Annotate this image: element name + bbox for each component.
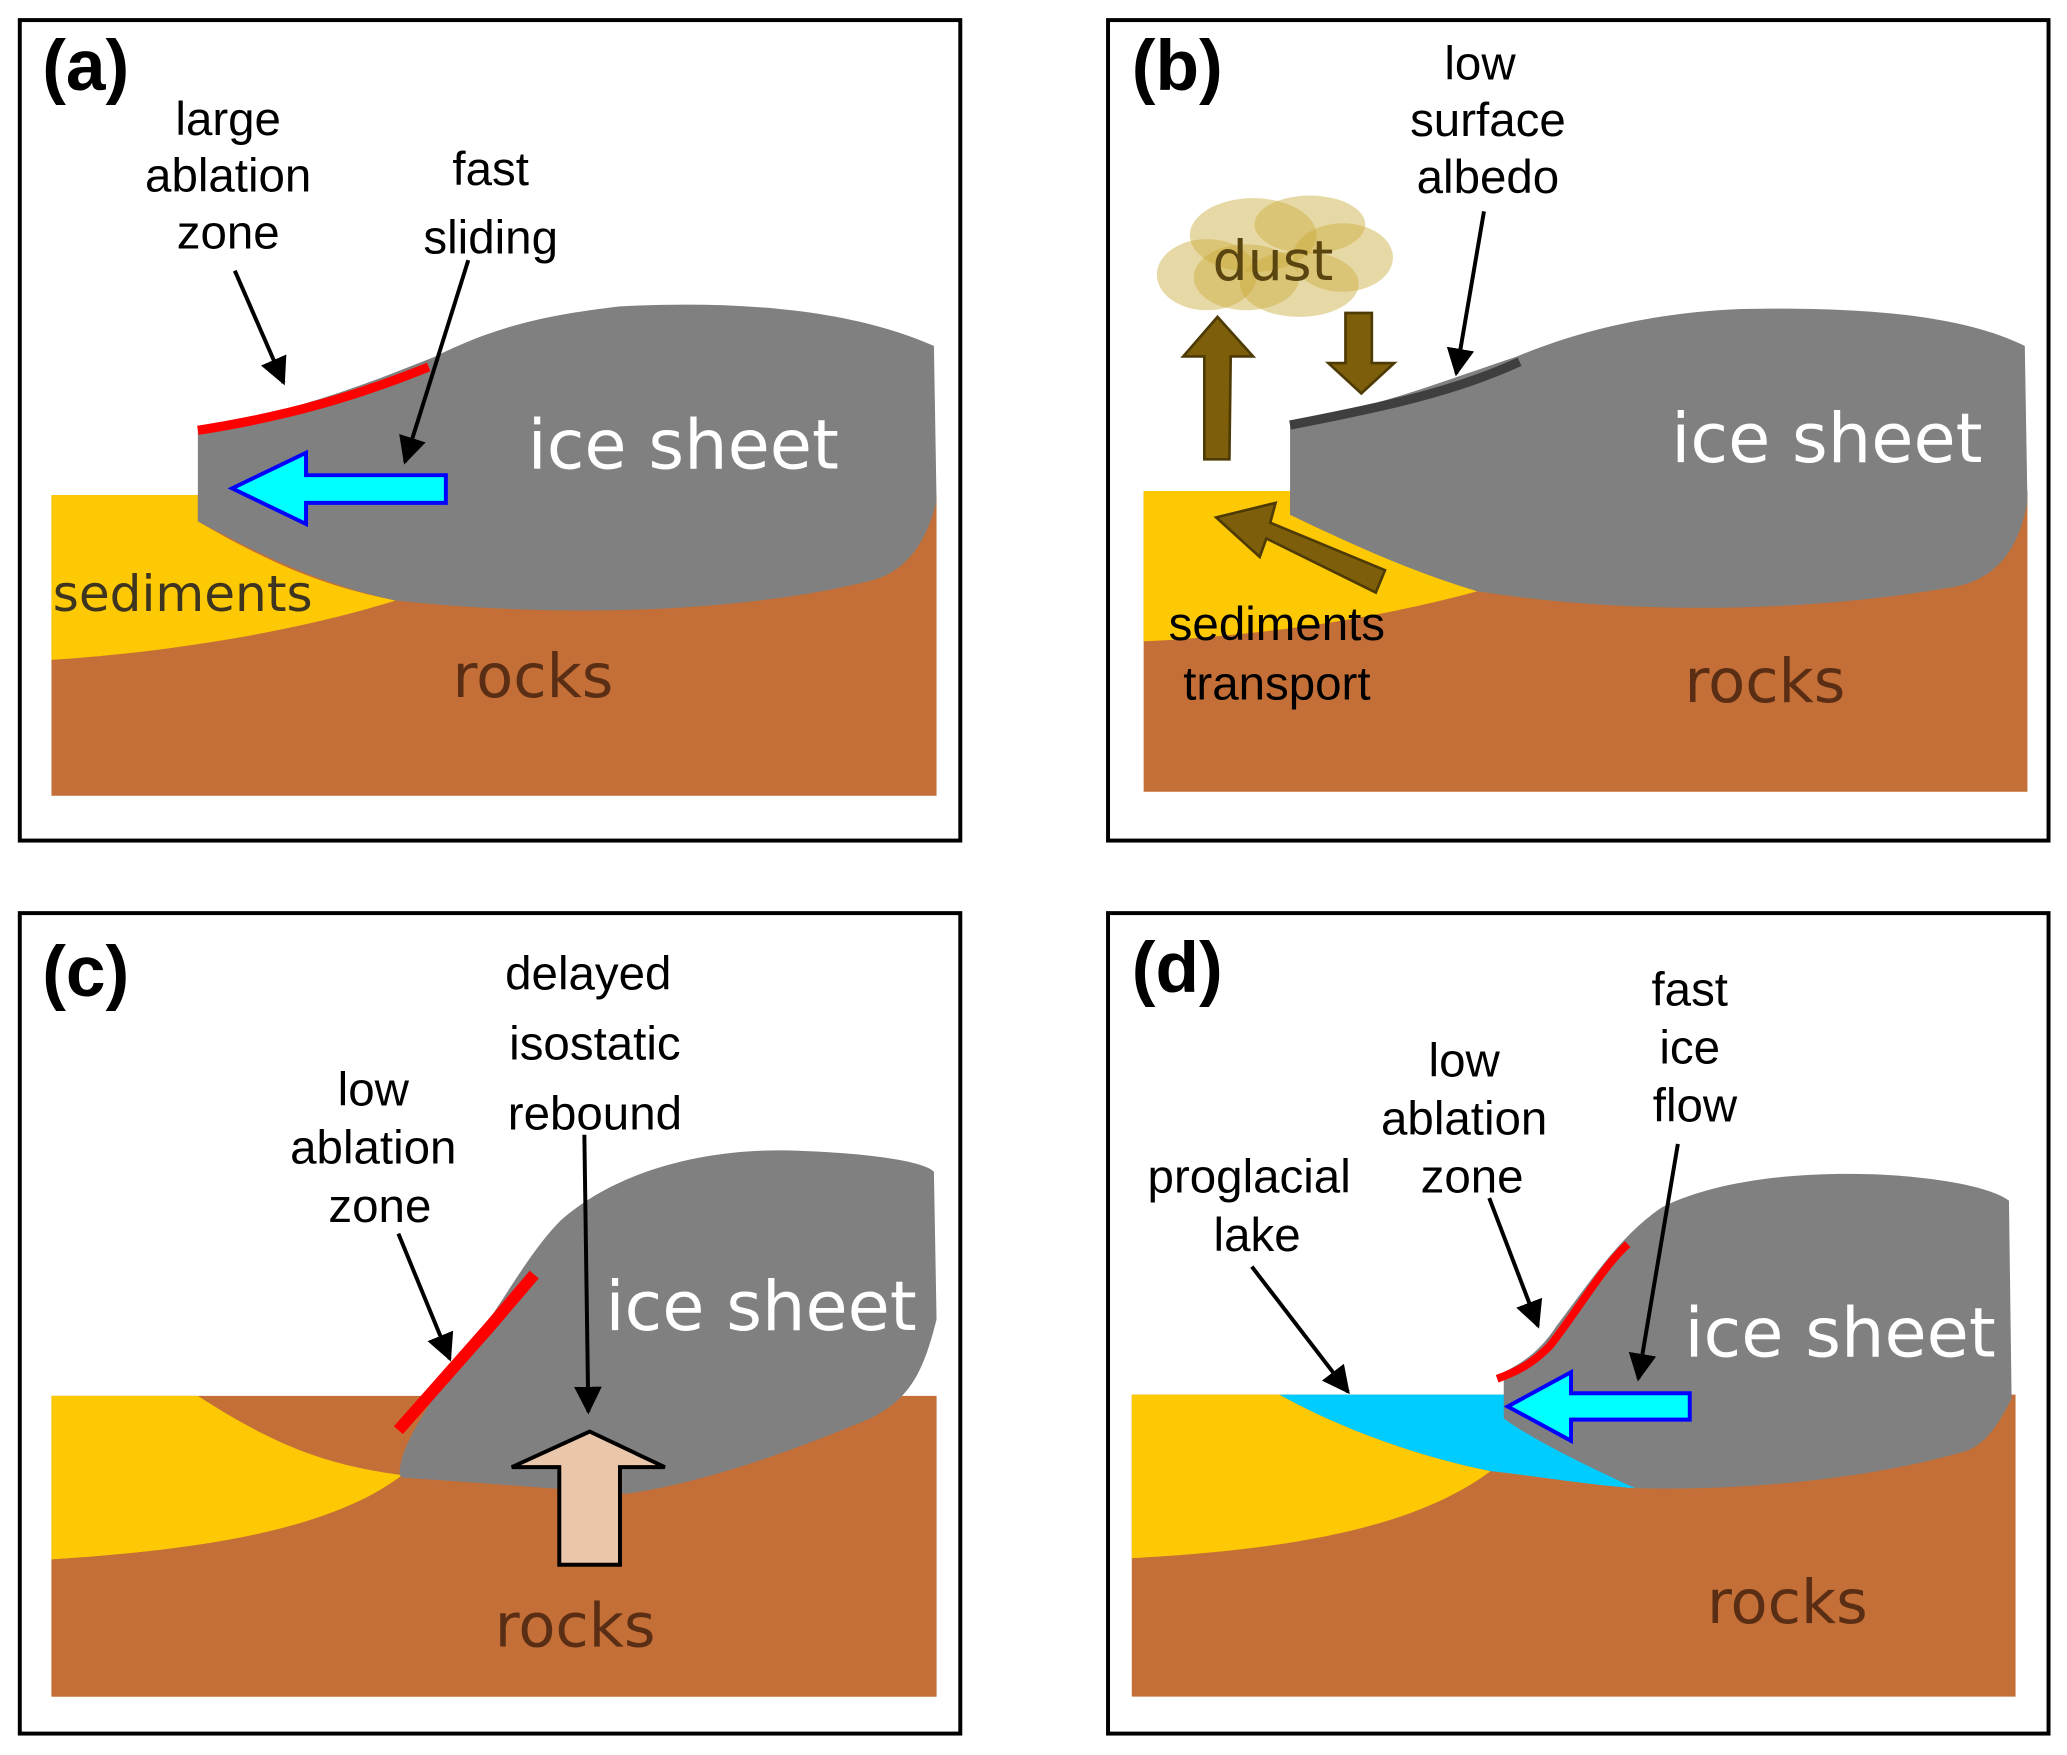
ablation-pointer-arrow: [1487, 1197, 1543, 1329]
label-line: low: [1429, 1035, 1501, 1088]
ice-sheet-shape: [399, 1150, 937, 1498]
rebound-arrow-icon: [510, 1429, 666, 1567]
panel-d: (d) fast ice flow low ablation zone prog…: [1106, 911, 2051, 1736]
panel-c-tag: (c): [42, 933, 129, 1012]
sediment-transport-arrow-icon: [1213, 501, 1387, 595]
label-line: low: [1444, 37, 1516, 90]
rebound-pointer-arrow: [574, 1134, 602, 1415]
albedo-pointer-arrow: [1446, 211, 1486, 377]
sliding-arrow-icon: [227, 449, 448, 528]
ice-sheet-label: ice sheet: [1671, 399, 1982, 479]
label-line: sediments: [1169, 598, 1385, 651]
panel-c: (c) delayed isostatic rebound low ablati…: [17, 911, 963, 1736]
label-line: low: [338, 1064, 410, 1117]
panel-a-tag: (a): [42, 27, 129, 106]
rocks-label: rocks: [1685, 647, 1846, 717]
ice-sheet-label: ice sheet: [1685, 1293, 1996, 1373]
rocks-label: rocks: [453, 642, 614, 712]
flow-pointer-arrow: [1628, 1143, 1680, 1382]
label-line: zone: [1421, 1151, 1524, 1204]
rocks-label: rocks: [1707, 1568, 1868, 1638]
label-line: proglacial: [1148, 1151, 1351, 1204]
label-line: surface: [1410, 94, 1566, 147]
dust-cloud: [1156, 195, 1393, 317]
label-line: zone: [177, 206, 280, 259]
ablation-zone-line: [393, 1270, 539, 1435]
label-line: sliding: [423, 212, 558, 265]
sediments-layer: [51, 1395, 403, 1560]
panel-b-tag: (b): [1132, 27, 1223, 106]
dust-label: dust: [1212, 230, 1333, 294]
ablation-pointer-arrow: [396, 1232, 454, 1362]
dust-down-arrow-icon: [1324, 311, 1398, 396]
sediments-layer: [51, 494, 396, 660]
ablation-pointer-arrow: [232, 269, 287, 386]
label-line: ice: [1659, 1021, 1720, 1074]
label-line: transport: [1183, 657, 1370, 710]
label-line: large: [175, 93, 281, 146]
ice-sheet-label: ice sheet: [528, 406, 839, 486]
label-line: ablation: [145, 150, 311, 203]
lake-pointer-arrow: [1250, 1265, 1350, 1395]
sediments-layer: [1131, 1394, 1491, 1559]
proglacial-lake: [1279, 1394, 1636, 1489]
dust-up-arrow-icon: [1180, 314, 1257, 461]
ablation-zone-line: [197, 362, 431, 435]
label-line: rebound: [508, 1087, 682, 1140]
panel-d-tag: (d): [1132, 929, 1223, 1008]
label-line: fast: [452, 143, 529, 196]
label-line: ablation: [1381, 1093, 1547, 1146]
rocks-overlap: [51, 1395, 937, 1697]
ice-sheet-label: ice sheet: [606, 1267, 917, 1347]
panel-b: dust (b) low surface albedo sediments tr…: [1106, 18, 2051, 843]
flow-arrow-icon: [1503, 1368, 1692, 1445]
low-albedo-line: [1289, 357, 1522, 430]
sliding-pointer-arrow: [399, 259, 471, 465]
label-line: fast: [1651, 963, 1728, 1016]
label-line: lake: [1214, 1209, 1301, 1262]
label-line: albedo: [1417, 151, 1560, 204]
label-line: flow: [1653, 1080, 1738, 1133]
sediments-label: sediments: [53, 564, 313, 623]
rocks-label: rocks: [495, 1592, 656, 1662]
label-line: ablation: [290, 1122, 456, 1175]
label-line: zone: [328, 1180, 431, 1233]
panel-a: (a) large ablation zone fast sliding ice…: [17, 18, 963, 843]
ablation-zone-line: [1495, 1241, 1631, 1383]
label-line: isostatic: [509, 1018, 680, 1071]
label-line: delayed: [505, 948, 671, 1001]
